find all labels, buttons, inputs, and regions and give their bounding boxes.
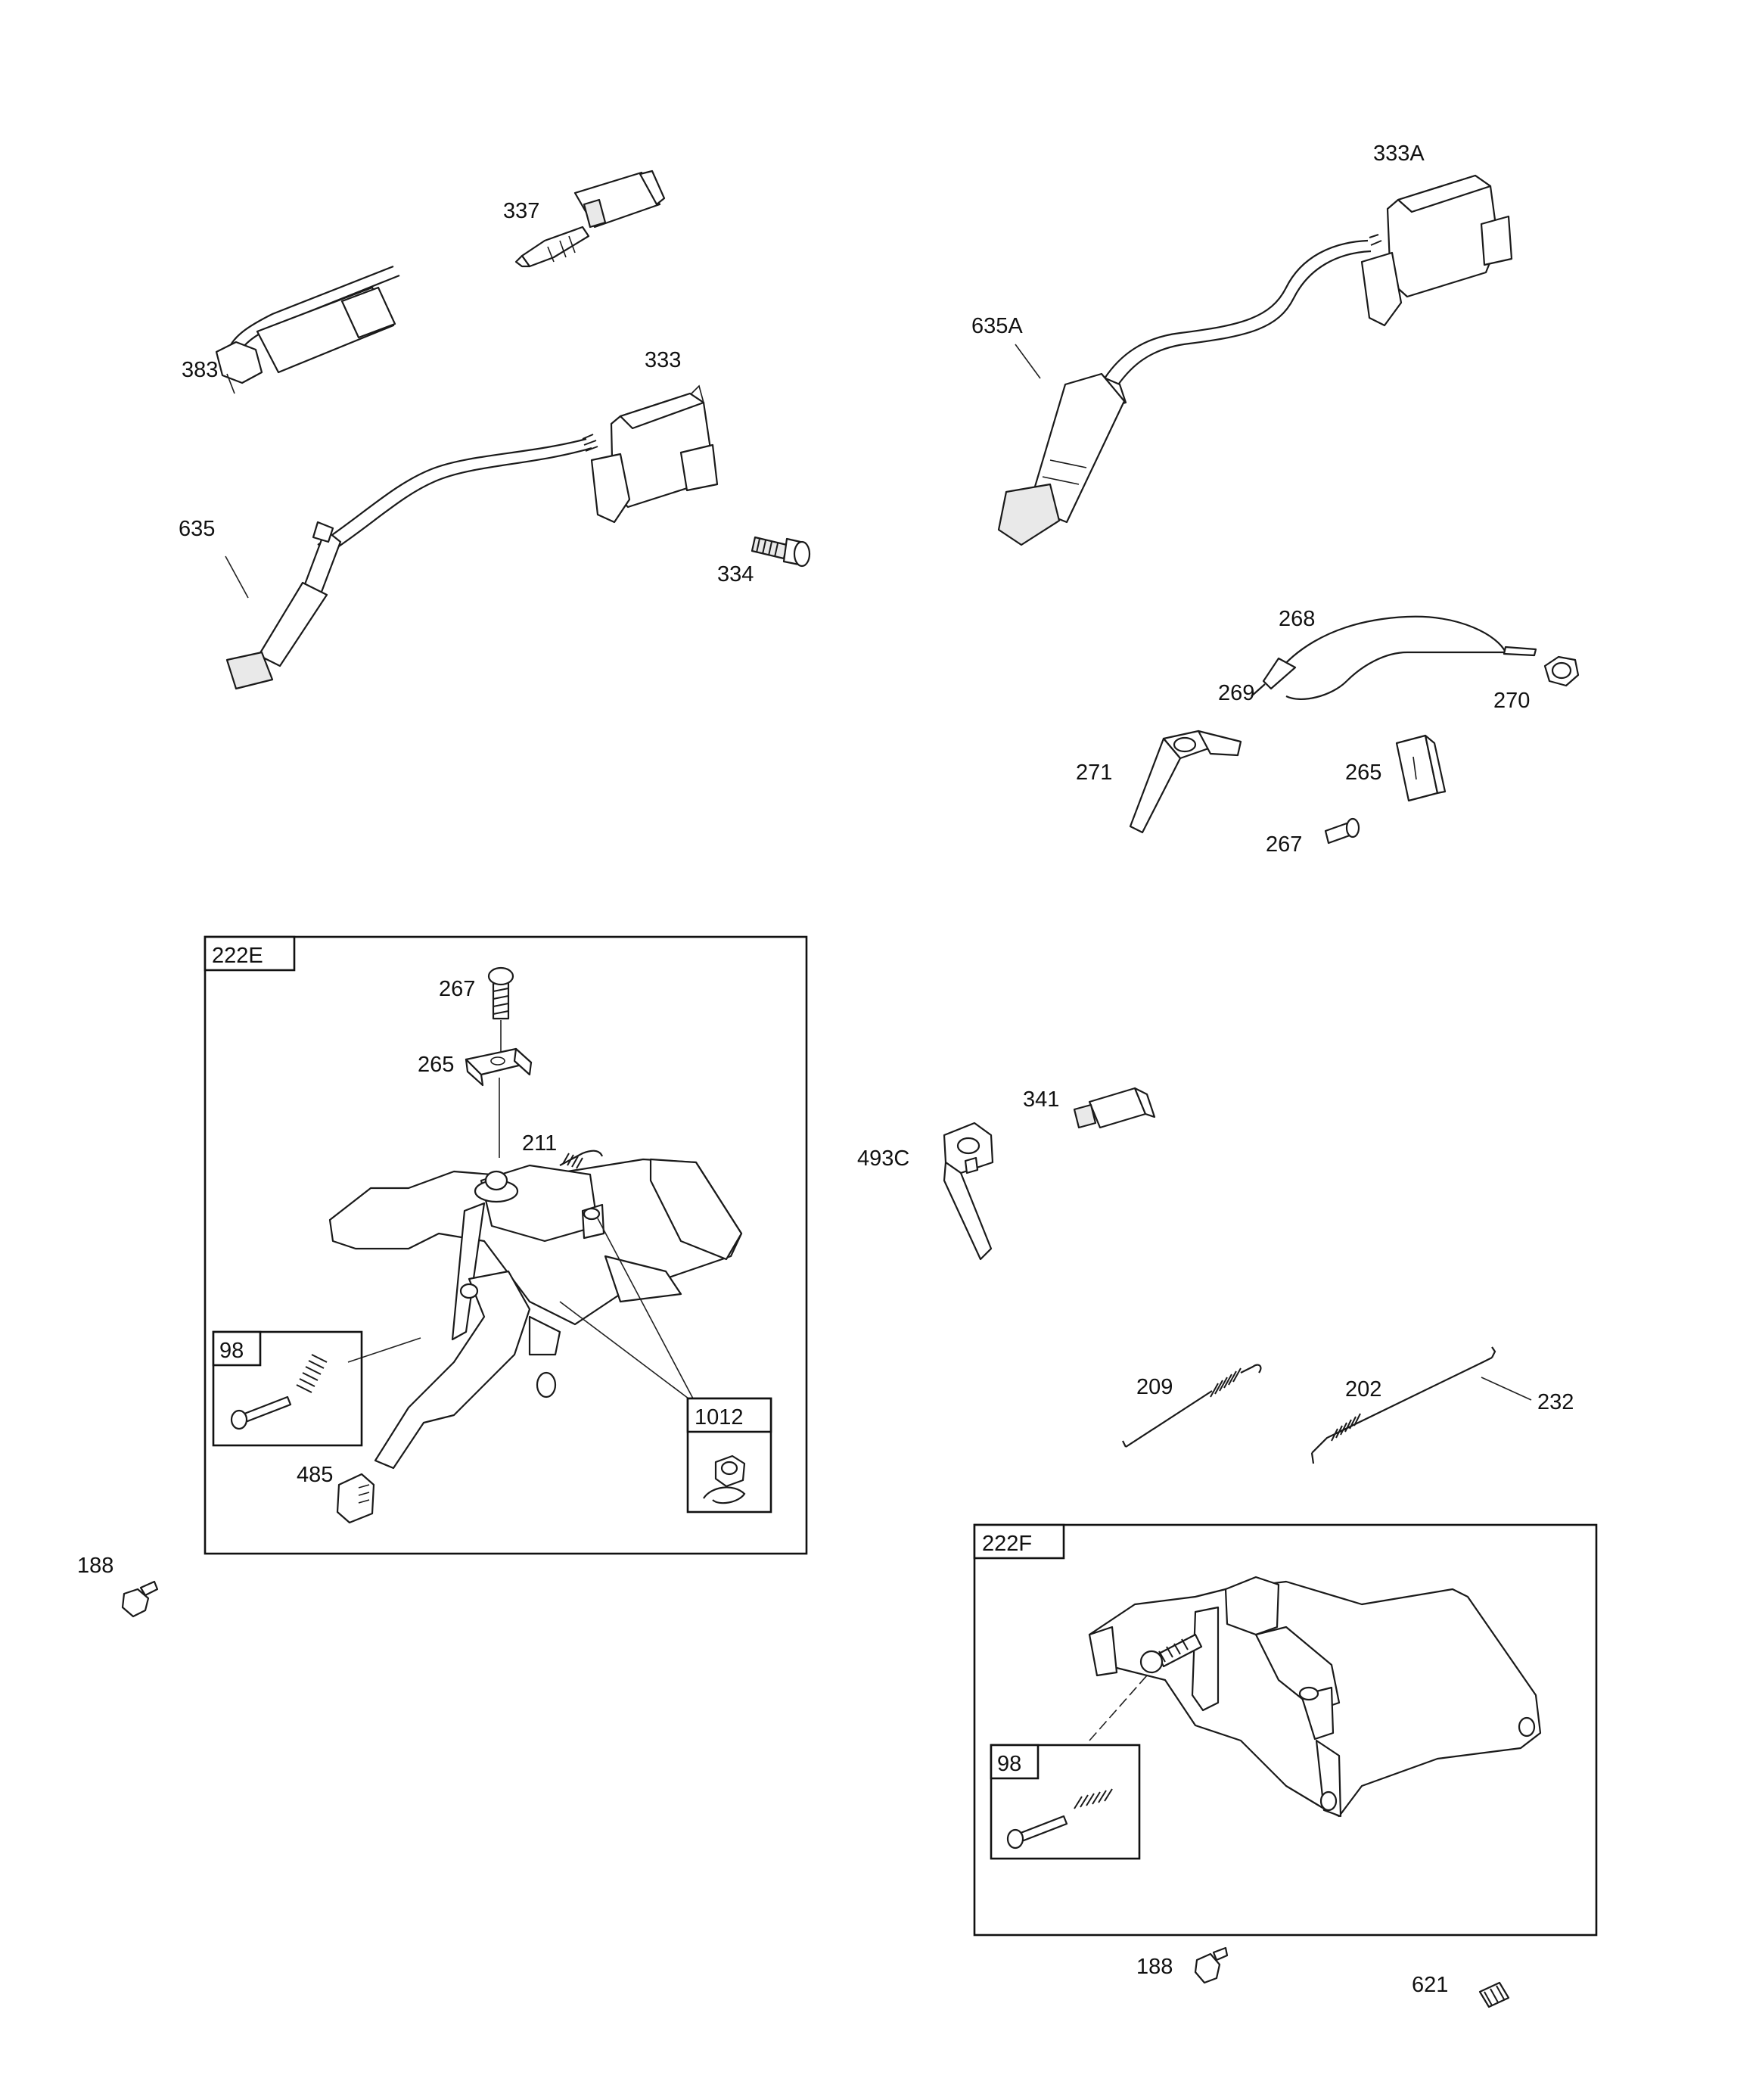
label-333A: 333A: [1373, 142, 1425, 166]
ignition-coil-333A: [1360, 174, 1513, 327]
label-265: 265: [1345, 761, 1381, 785]
cable-assembly-268: [1251, 615, 1537, 700]
label-635A: 635A: [971, 314, 1023, 338]
label-209: 209: [1136, 1375, 1173, 1399]
label-270: 270: [1493, 689, 1530, 713]
label-621: 621: [1412, 1973, 1448, 1997]
bracket-271: [1129, 730, 1242, 834]
spark-plug-337: [514, 170, 666, 268]
nut-270: [1543, 655, 1580, 687]
ignition-coil-333: [582, 384, 719, 524]
label-493C: 493C: [857, 1146, 909, 1171]
spring-211: [559, 1150, 604, 1169]
box-1012: 1012: [686, 1397, 772, 1514]
label-98-222F: 98: [997, 1752, 1021, 1776]
screw-267-222E: [487, 966, 514, 1020]
bolt-188-left: [121, 1580, 159, 1618]
label-267: 267: [1266, 832, 1302, 857]
box-222F-title: 222F: [982, 1532, 1032, 1556]
spark-plug-lead-635: [225, 437, 592, 690]
knob-485: [336, 1473, 375, 1524]
label-383: 383: [182, 358, 218, 382]
label-232: 232: [1537, 1390, 1574, 1414]
bracket-493C: [943, 1122, 994, 1261]
label-98-222E: 98: [219, 1339, 244, 1363]
label-265-222E: 265: [418, 1053, 454, 1077]
label-1012: 1012: [695, 1405, 744, 1430]
label-211: 211: [522, 1131, 557, 1156]
label-268: 268: [1279, 607, 1315, 631]
label-271: 271: [1076, 761, 1112, 785]
clip-265-222E: [465, 1047, 533, 1087]
clip-621: [1478, 1981, 1510, 2008]
box-222F: 222F 98: [973, 1523, 1598, 1937]
label-485: 485: [297, 1463, 333, 1487]
label-188-left: 188: [77, 1554, 113, 1578]
box-222E: 222E 267 265 211: [204, 935, 808, 1555]
label-188-bottom: 188: [1136, 1955, 1173, 1979]
governor-control-plate-222F: [1088, 1576, 1542, 1818]
spark-plug-wrench-383: [215, 265, 400, 394]
label-334: 334: [717, 562, 754, 586]
box-98-222F: 98: [990, 1744, 1141, 1860]
label-202: 202: [1345, 1377, 1381, 1402]
screw-334: [751, 536, 811, 568]
label-341: 341: [1023, 1087, 1059, 1112]
clip-265: [1395, 734, 1447, 802]
label-267-222E: 267: [439, 977, 475, 1001]
governor-control-plate-222E: [328, 1158, 743, 1470]
box-222E-title: 222E: [212, 944, 263, 968]
bolt-188-bottom: [1194, 1946, 1229, 1984]
box-98-222E: 98: [212, 1330, 363, 1447]
label-635: 635: [179, 517, 215, 541]
label-269: 269: [1218, 681, 1254, 705]
spring-209: [1122, 1364, 1262, 1448]
label-337: 337: [503, 199, 539, 223]
label-333: 333: [645, 348, 681, 372]
spark-plug-lead-635A: [997, 239, 1372, 546]
spacer-341: [1073, 1087, 1156, 1129]
governor-rod-202: [1310, 1346, 1496, 1464]
screw-267: [1324, 817, 1360, 845]
